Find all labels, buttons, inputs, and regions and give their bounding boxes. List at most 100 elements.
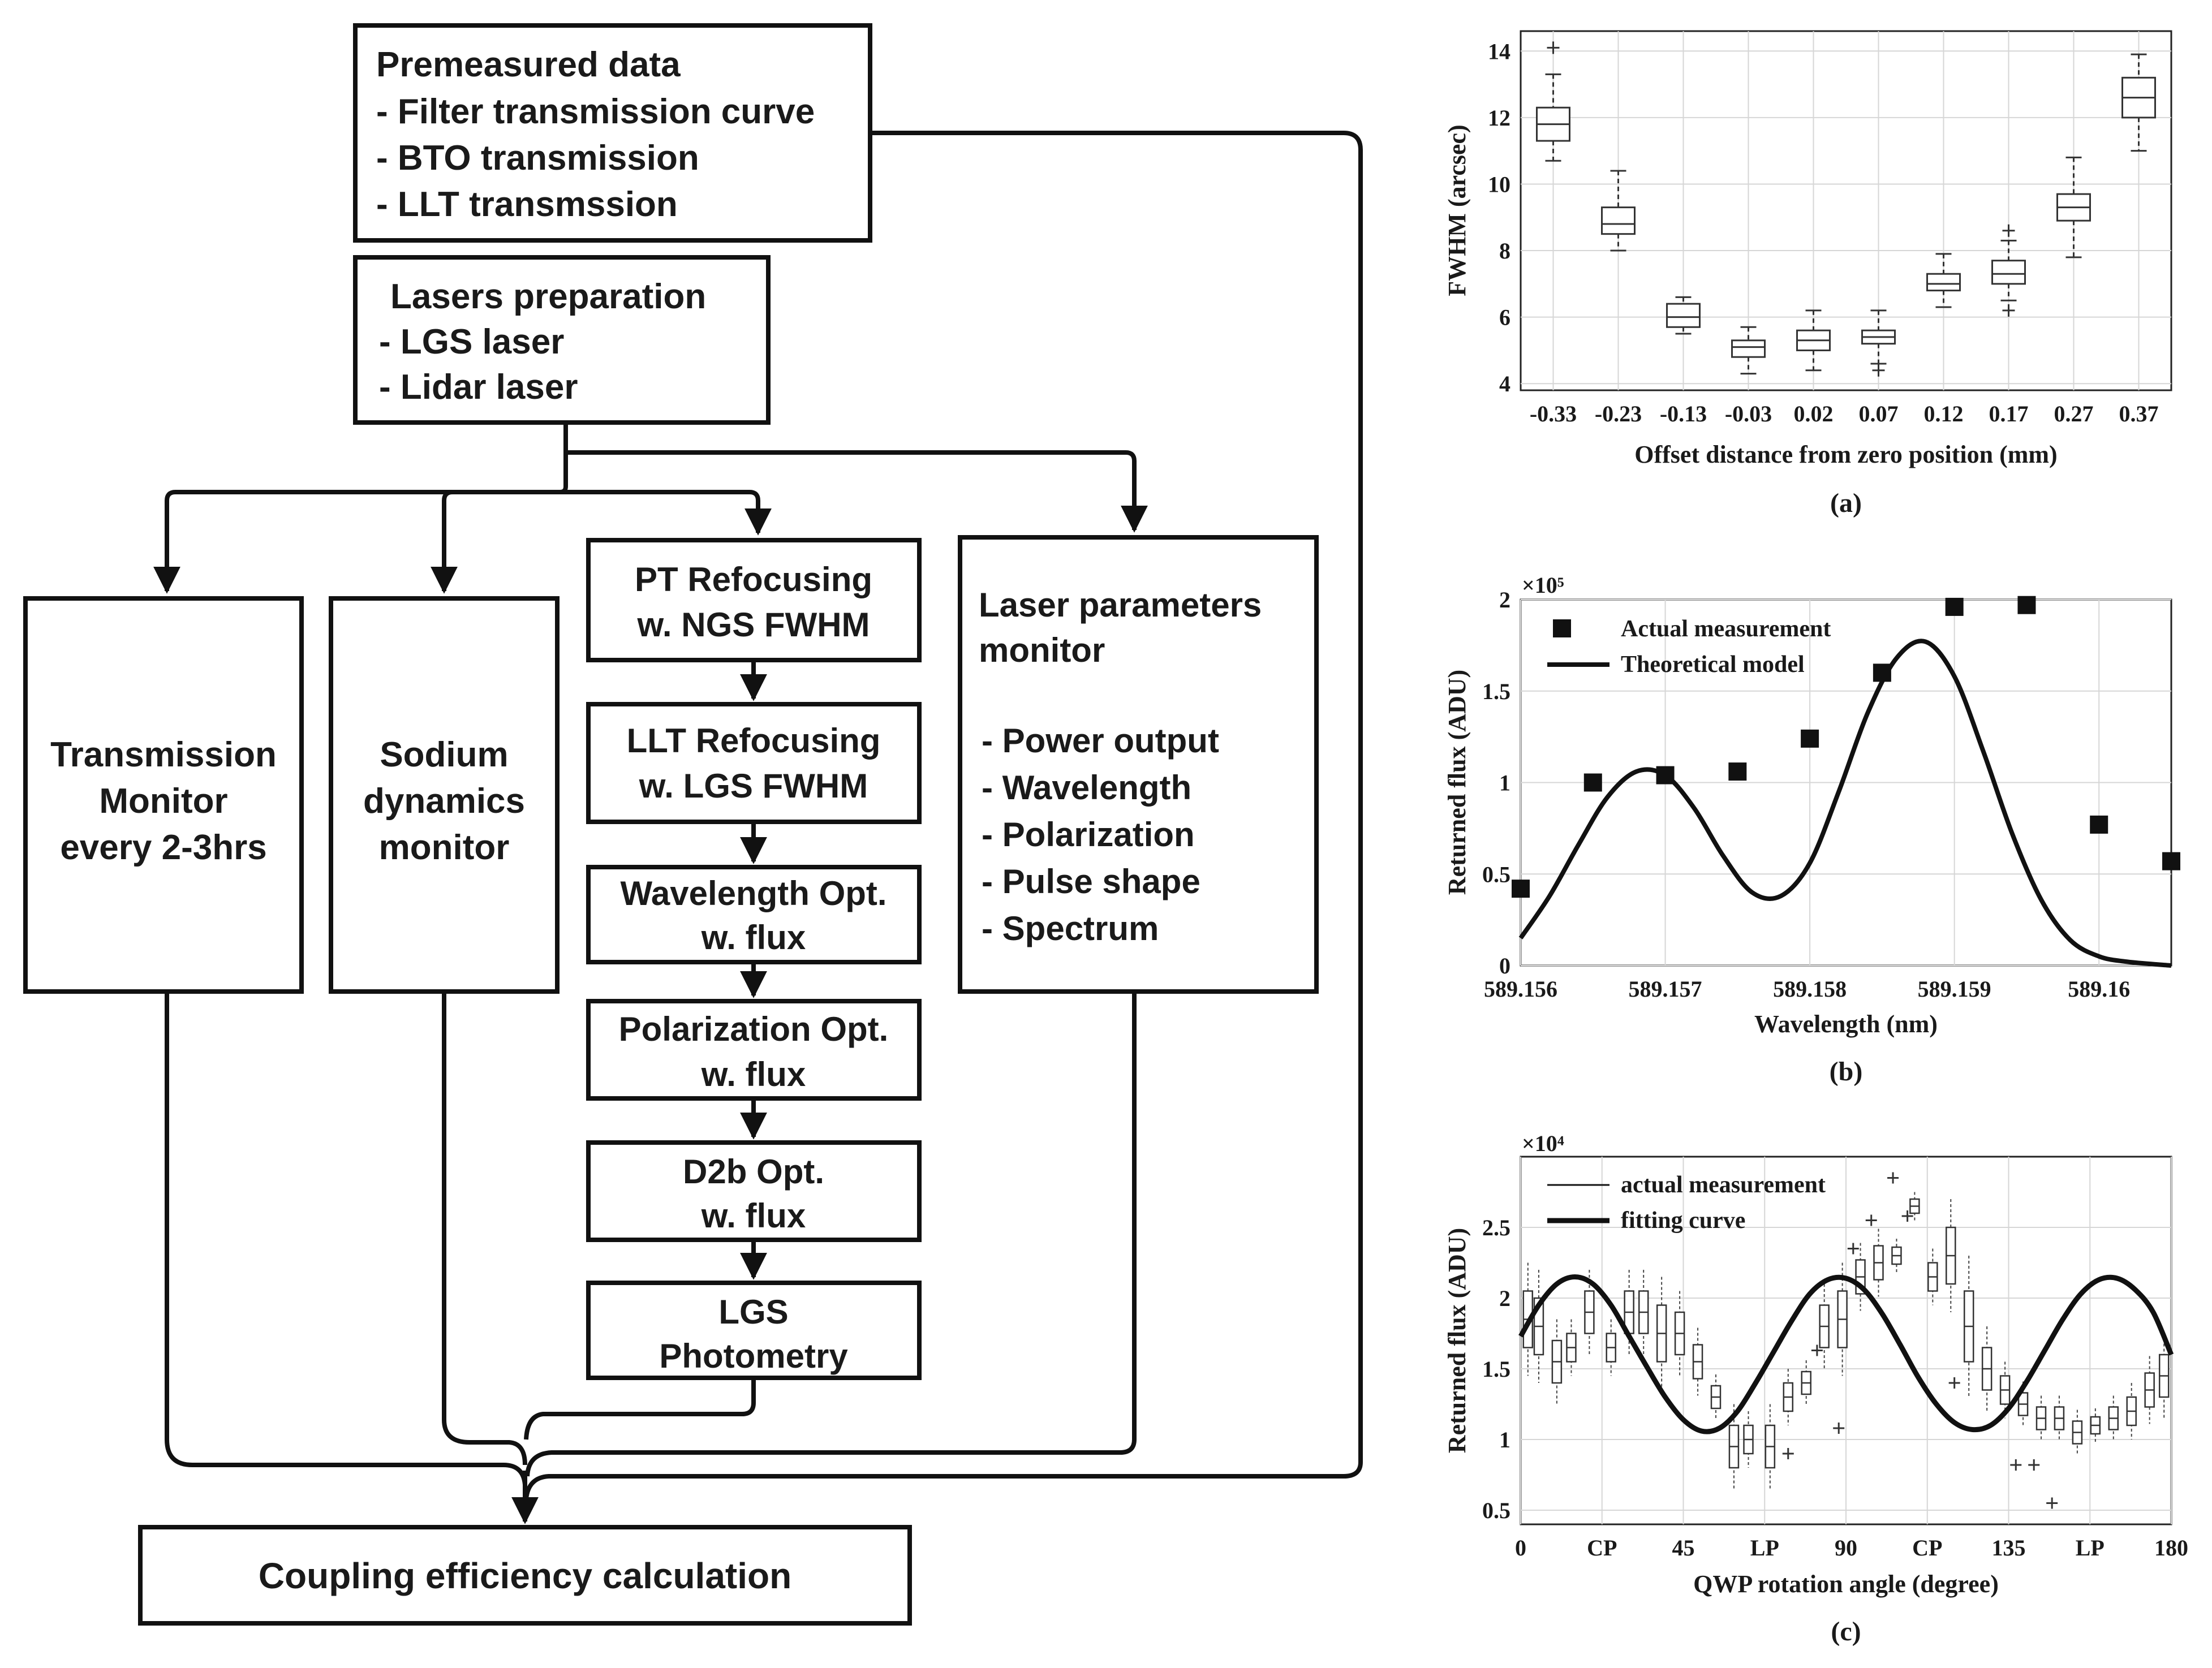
step-line: w. flux [701,919,806,956]
lasers-item: - Lidar laser [379,368,578,407]
connector [165,992,527,1485]
chart-c-xtick-label: CP [1587,1535,1617,1561]
chart-a-xtick-label: -0.33 [1530,401,1577,426]
step-line: w. LGS FWHM [639,767,868,805]
premeasured-item: - Filter transmission curve [376,92,815,131]
premeasured-title: Premeasured data [376,45,681,84]
connector [566,450,1148,533]
chart-a-box [1666,303,1701,328]
chart-c-legend: actual measurement fitting curve [1547,1172,1826,1234]
laser-params-item: - Power output [982,722,1219,760]
coupling-title: Coupling efficiency calculation [259,1555,791,1596]
premeasured-item: - BTO transmission [376,139,699,178]
step-line: Polarization Opt. [619,1010,889,1048]
chart-a-ytick-label: 4 [1499,371,1510,396]
chart-c-xtick-label: CP [1912,1535,1942,1561]
step-line: w. NGS FWHM [636,606,870,644]
chart-c-ytick-label: 0.5 [1482,1498,1510,1523]
chart-c-fitting-curve-line [1518,1274,2174,1434]
laser-params-item: - Wavelength [982,769,1191,807]
laser-params-title: Laser parameters [979,586,1262,624]
chart-c-outlier [2046,1497,2058,1509]
chart-a-box [1731,339,1766,358]
chart-b-measurement-point [1656,766,1675,785]
step-line: Wavelength Opt. [620,874,886,912]
chart-a-xtick-label: -0.23 [1595,401,1642,426]
chart-b-ytick-label: 0 [1499,953,1510,979]
chart-b-measurement-point [1801,729,1819,748]
laser-params-item: - Spectrum [982,910,1159,947]
chart-b-ylabel: Returned flux (ADU) [1443,670,1471,895]
chart-a-ylabel: FWHM (arcsec) [1443,124,1471,296]
premeasured-item: - LLT transmssion [376,185,678,224]
lasers-preparation-box [353,255,771,425]
connector [431,490,566,594]
chart-a-xtick-label: 0.02 [1794,401,1834,426]
chart-c-outlier [1901,1210,1913,1222]
sodium-line: dynamics [363,782,525,821]
step-line: LLT Refocusing [627,722,881,760]
chart-a-xtick-label: 0.07 [1859,401,1899,426]
chart-b-xlabel: Wavelength (nm) [1754,1010,1938,1038]
step-line: w. flux [701,1055,806,1093]
chart-c-outlier [1948,1377,1960,1389]
chart-c-ytick-label: 1.5 [1482,1356,1510,1382]
chart-a-ytick-label: 12 [1488,105,1510,131]
chart-c-xtick-label: 45 [1672,1535,1695,1561]
chart-b-measurement-point [2017,596,2036,614]
chart-b-legend-label: Theoretical model [1621,652,1805,678]
chart-c-ytick-label: 2 [1499,1286,1510,1311]
step-box-llt-refocusing [586,702,922,824]
chart-a-xlabel: Offset distance from zero position (mm) [1634,441,2057,468]
chart-a-xtick-label: -0.03 [1725,401,1772,426]
sodium-line: monitor [379,828,510,867]
chart-b-measurement-point [1728,762,1747,781]
chart-c-xtick-label: 0 [1515,1535,1526,1561]
chart-a-ytick-label: 14 [1488,38,1510,64]
chart-b-measurement-point [2162,852,2180,870]
chart-c-ylabel: Returned flux (ADU) [1443,1228,1471,1453]
chart-b-ytick-label: 0.5 [1482,861,1510,887]
chart-c-outlier [1887,1172,1899,1184]
chart-c-xtick-label: 90 [1835,1535,1857,1561]
lasers-item: - LGS laser [379,322,564,361]
chart-a-xtick-label: -0.13 [1660,401,1707,426]
connector [442,992,527,1466]
chart-c-outlier [1782,1448,1794,1459]
chart-b-xtick-label: 589.156 [1484,976,1557,1002]
step-box-lgs-photometry [586,1281,922,1380]
chart-a-panel-label: (a) [1830,488,1862,518]
chart-a-outlier [2002,304,2015,317]
chart-c-legend-label: fitting curve [1621,1208,1745,1234]
step-line: w. flux [701,1197,806,1235]
connector [153,423,568,594]
transmission-monitor-box [23,596,304,994]
chart-b-xtick-label: 589.16 [2068,976,2130,1002]
chart-b-measurement-point [1873,663,1891,682]
chart-a-box [1601,206,1636,235]
laser-params-title: monitor [979,631,1105,669]
chart-a-xtick-label: 0.17 [1989,401,2029,426]
chart-a-outlier [1872,364,1885,377]
chart-a-outlier [2002,224,2015,237]
chart-c-xtick-label: LP [2076,1535,2105,1561]
chart-c-outlier [2010,1459,2022,1471]
chart-b-ytick-label: 1 [1499,770,1510,796]
step-line: Photometry [659,1337,848,1375]
chart-b-measurement-point [1512,880,1530,898]
laser-params-item: - Pulse shape [982,863,1200,900]
chart-c-xtick-label: 135 [1992,1535,2026,1561]
step-line: D2b Opt. [683,1153,824,1191]
connector [524,1378,756,1440]
transmission-line: Monitor [99,782,227,821]
chart-b-theoretical-model-line [1518,639,2172,968]
chart-c-exponent-label: ×10⁴ [1522,1131,1564,1156]
chart-c-ytick-label: 1 [1499,1427,1510,1453]
chart-a-outlier [1547,41,1560,54]
chart-c-outlier [1865,1214,1877,1226]
chart-c-xlabel: QWP rotation angle (degree) [1693,1570,1999,1598]
chart-a-box [1926,273,1961,292]
chart-c-outlier [1833,1423,1845,1434]
